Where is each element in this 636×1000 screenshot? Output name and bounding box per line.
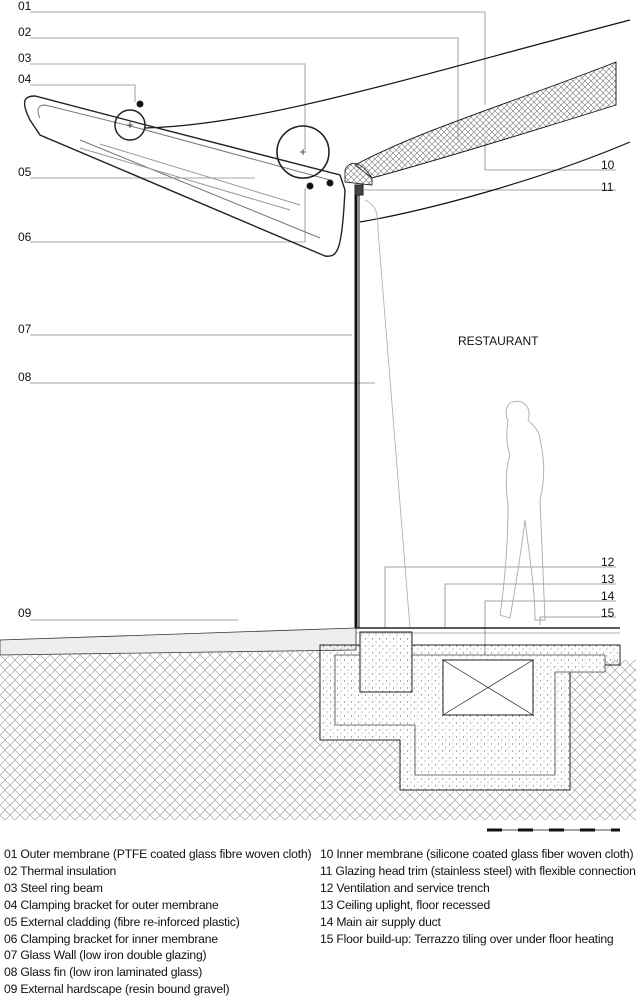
legend-item: 15 Floor build-up: Terrazzo tiling over … <box>320 931 614 946</box>
callout-05: 05 <box>18 165 32 179</box>
legend-item: 03 Steel ring beam <box>4 880 103 895</box>
leader-lines <box>30 11 616 670</box>
callout-15: 15 <box>601 606 615 620</box>
legend-item: 06 Clamping bracket for inner membrane <box>4 931 218 946</box>
legend-item: 14 Main air supply duct <box>320 914 441 929</box>
callout-13: 13 <box>601 572 615 586</box>
ring-beam-cladding <box>23 95 364 257</box>
legend-item: 08 Glass fin (low iron laminated glass) <box>4 965 203 980</box>
callout-07: 07 <box>18 322 32 336</box>
roof-membranes <box>144 19 631 223</box>
callout-12: 12 <box>601 555 615 569</box>
glass-wall <box>354 195 411 629</box>
legend-item: 04 Clamping bracket for outer membrane <box>4 897 219 912</box>
legend-item: 10 Inner membrane (silicone coated glass… <box>320 847 634 861</box>
callout-11: 11 <box>601 180 614 194</box>
callout-03: 03 <box>18 51 32 65</box>
legend-item: 05 External cladding (fibre re-inforced … <box>4 914 240 929</box>
callout-14: 14 <box>601 589 615 603</box>
legend-item: 02 Thermal insulation <box>4 863 117 878</box>
callout-02: 02 <box>18 25 32 39</box>
callout-06: 06 <box>18 230 32 244</box>
human-figure <box>499 400 546 621</box>
callout-labels: 01 02 03 04 05 06 07 08 09 10 11 12 13 1… <box>18 0 615 620</box>
legend-item: 09 External hardscape (resin bound grave… <box>4 982 230 997</box>
legend-item: 11 Glazing head trim (stainless steel) w… <box>320 863 636 878</box>
callout-04: 04 <box>18 72 32 86</box>
callout-09: 09 <box>18 606 32 620</box>
ground-section <box>0 627 636 820</box>
room-label: RESTAURANT <box>458 334 539 348</box>
callout-10: 10 <box>601 158 615 172</box>
legend-item: 07 Glass Wall (low iron double glazing) <box>4 948 207 963</box>
legend-item: 01 Outer membrane (PTFE coated glass fib… <box>4 847 312 861</box>
legend-right: 10 Inner membrane (silicone coated glass… <box>320 846 636 947</box>
callout-08: 08 <box>18 370 32 384</box>
legend-item: 13 Ceiling uplight, floor recessed <box>320 897 491 912</box>
callout-01: 01 <box>18 0 32 13</box>
section-drawing: 01 02 03 04 05 06 07 08 09 10 11 12 13 1… <box>0 0 636 832</box>
legend-left: 01 Outer membrane (PTFE coated glass fib… <box>4 846 312 998</box>
legend-item: 12 Ventilation and service trench <box>320 880 490 895</box>
